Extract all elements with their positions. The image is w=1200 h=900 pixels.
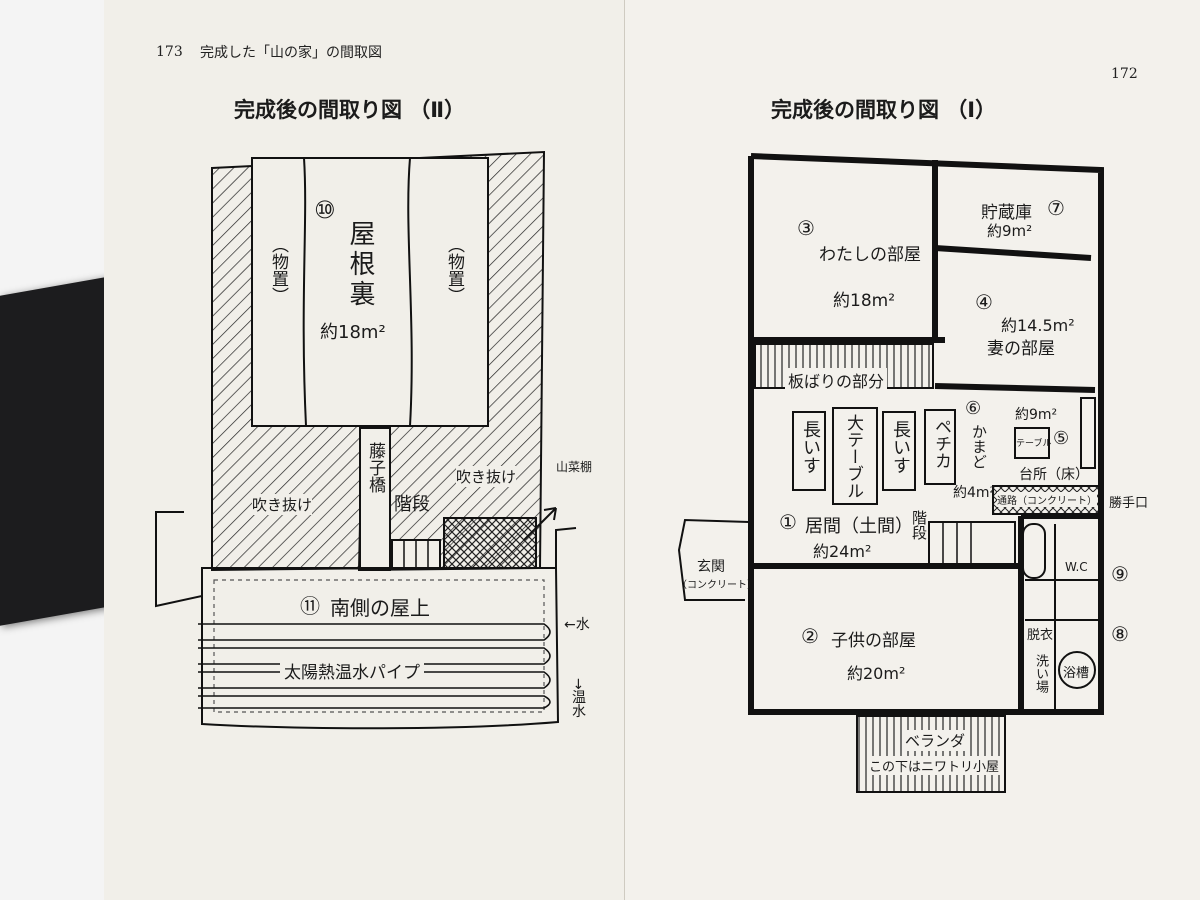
veranda-label: ベランダ [903, 730, 968, 751]
floorplan-1-drawing [677, 153, 1104, 793]
page-number-right: 172 [1111, 66, 1138, 82]
kitchen-label: 台所（床） [1019, 467, 1089, 483]
storehouse-number: ⑦ [1047, 196, 1065, 220]
page-number-left: 173 [156, 44, 183, 60]
passage-label: 通路（コンクリート） [997, 492, 1097, 507]
my-room-area: 約18m² [833, 291, 896, 311]
floorplan-2-drawing [155, 150, 577, 730]
washing-label: 洗い場 [1033, 654, 1048, 693]
shelf-label: 山菜棚 [556, 460, 593, 474]
veranda-note: この下はニワトリ小屋 [867, 756, 1002, 775]
kitchen-number: ⑤ [1053, 428, 1070, 449]
storage-left: （物置） [268, 236, 288, 304]
wc-label: W.C [1065, 560, 1088, 574]
dressing-label: 脱衣 [1027, 628, 1054, 643]
living-label: 居間（土間） [805, 516, 913, 537]
bridge-label: 藤子橋 [365, 442, 385, 493]
pechka: ペチカ [931, 418, 951, 469]
wife-room-number: ④ [975, 290, 993, 314]
living-area: 約24m² [813, 542, 872, 561]
running-title: 完成した「山の家」の間取図 [200, 45, 382, 61]
stairs-label-1: 階段 [910, 510, 928, 540]
wc-number: ⑨ [1111, 562, 1129, 586]
entrance-label: 玄関 [697, 559, 725, 575]
bath-number: ⑧ [1111, 622, 1129, 646]
roof-name: 南側の屋上 [330, 596, 430, 620]
back-door-label: 勝手口 [1109, 496, 1149, 511]
attic-area: 約18m² [320, 322, 386, 343]
void-right: 吹き抜け [456, 466, 517, 487]
diagram-title-1: 完成後の間取り図 （Ⅰ） [771, 98, 997, 122]
roof-number: ⑪ [300, 594, 320, 618]
entrance-note: （コンクリート） [677, 580, 757, 591]
storehouse-area: 約9m² [987, 222, 1033, 240]
earth-floor-area: 約4m² [953, 485, 996, 501]
hot-water-label: →温水 [570, 678, 586, 718]
kitchen-table: テーブル [1016, 439, 1052, 449]
diagram-title-2: 完成後の間取り図 （Ⅱ） [234, 98, 466, 122]
my-room-name: わたしの部屋 [819, 245, 921, 265]
left-page: 173 完成した「山の家」の間取図 完成後の間取り図 （Ⅱ） [104, 0, 625, 900]
bench-right: 長いす [890, 420, 911, 474]
bench-left: 長いす [800, 420, 821, 474]
bathtub-label: 浴槽 [1063, 666, 1090, 681]
child-room-number: ② [801, 624, 819, 648]
right-page: 172 完成後の間取り図 （Ⅰ） [625, 0, 1200, 900]
storage-right: （物置） [444, 236, 464, 304]
wife-room-area: 約14.5m² [1001, 316, 1075, 335]
attic-name: 屋根裏 [345, 220, 375, 310]
storehouse-name: 貯蔵庫 [981, 203, 1032, 223]
child-room-name: 子供の部屋 [831, 631, 916, 651]
big-table: 大テーブル [843, 414, 863, 499]
kitchen-area: 約9m² [1015, 407, 1058, 423]
attic-number: ⑩ [314, 196, 336, 224]
kamado-label: かまど [970, 424, 988, 469]
living-number: ① [779, 510, 797, 534]
void-left: 吹き抜け [252, 494, 313, 515]
child-room-area: 約20m² [847, 664, 906, 683]
my-room-number: ③ [797, 216, 815, 240]
stairs-label-2: 階段 [394, 494, 430, 515]
beam-area-label: 板ばりの部分 [785, 368, 888, 392]
kamado-number: ⑥ [965, 398, 982, 419]
pipe-label: 太陽熱温水パイプ [280, 658, 424, 683]
wife-room-name: 妻の部屋 [987, 339, 1055, 359]
water-in-label: ←水 [564, 617, 590, 633]
